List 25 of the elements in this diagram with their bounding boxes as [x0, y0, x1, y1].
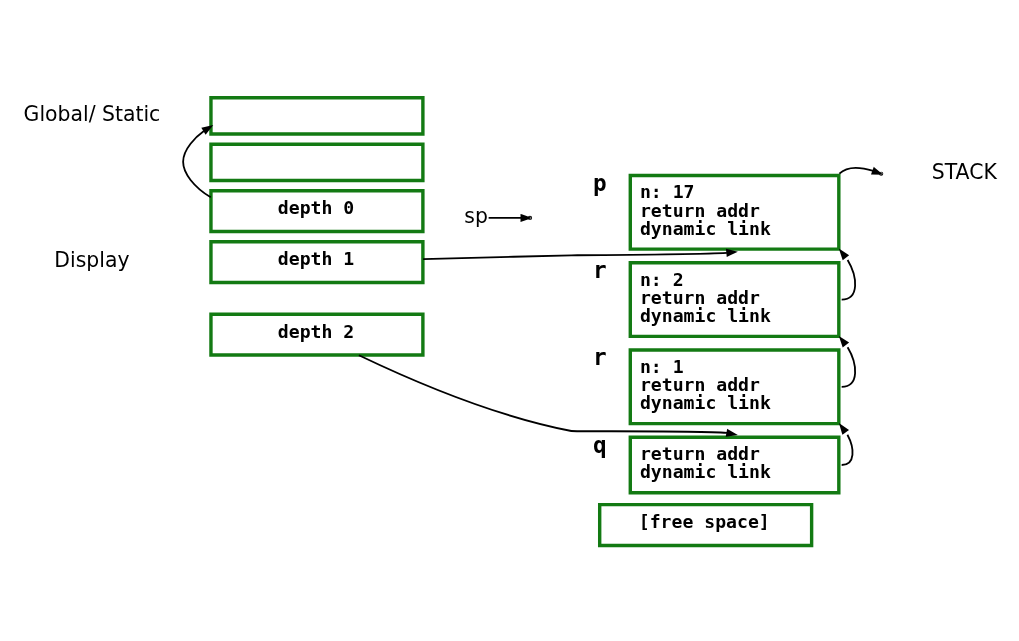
node-box [208, 96, 425, 136]
node-label: r [592, 344, 607, 371]
node-box: depth 1 [208, 240, 425, 285]
node-label: r [592, 257, 607, 283]
node-box: depth 2 [208, 312, 425, 357]
label: STACK [931, 159, 997, 184]
arrow [421, 248, 738, 261]
node-box: return addr dynamic link [628, 435, 841, 495]
arrow [487, 213, 532, 222]
arrow [838, 166, 883, 175]
node-label: p [592, 169, 607, 196]
arrow [838, 335, 856, 388]
label: Display [53, 248, 130, 273]
node-box: [free space] [597, 502, 813, 548]
node-box: depth 0 [208, 189, 425, 234]
node-box [208, 142, 425, 183]
node-label: q [592, 431, 607, 458]
arrow [181, 125, 213, 199]
arrow [357, 354, 738, 437]
node-box: n: 17 return addr dynamic link [628, 173, 841, 251]
node-box: n: 2 return addr dynamic link [628, 261, 841, 339]
label: Global/ Static [23, 101, 160, 126]
arrow [838, 248, 856, 301]
node-box: n: 1 return addr dynamic link [628, 348, 841, 426]
node-text: sp [463, 203, 488, 228]
